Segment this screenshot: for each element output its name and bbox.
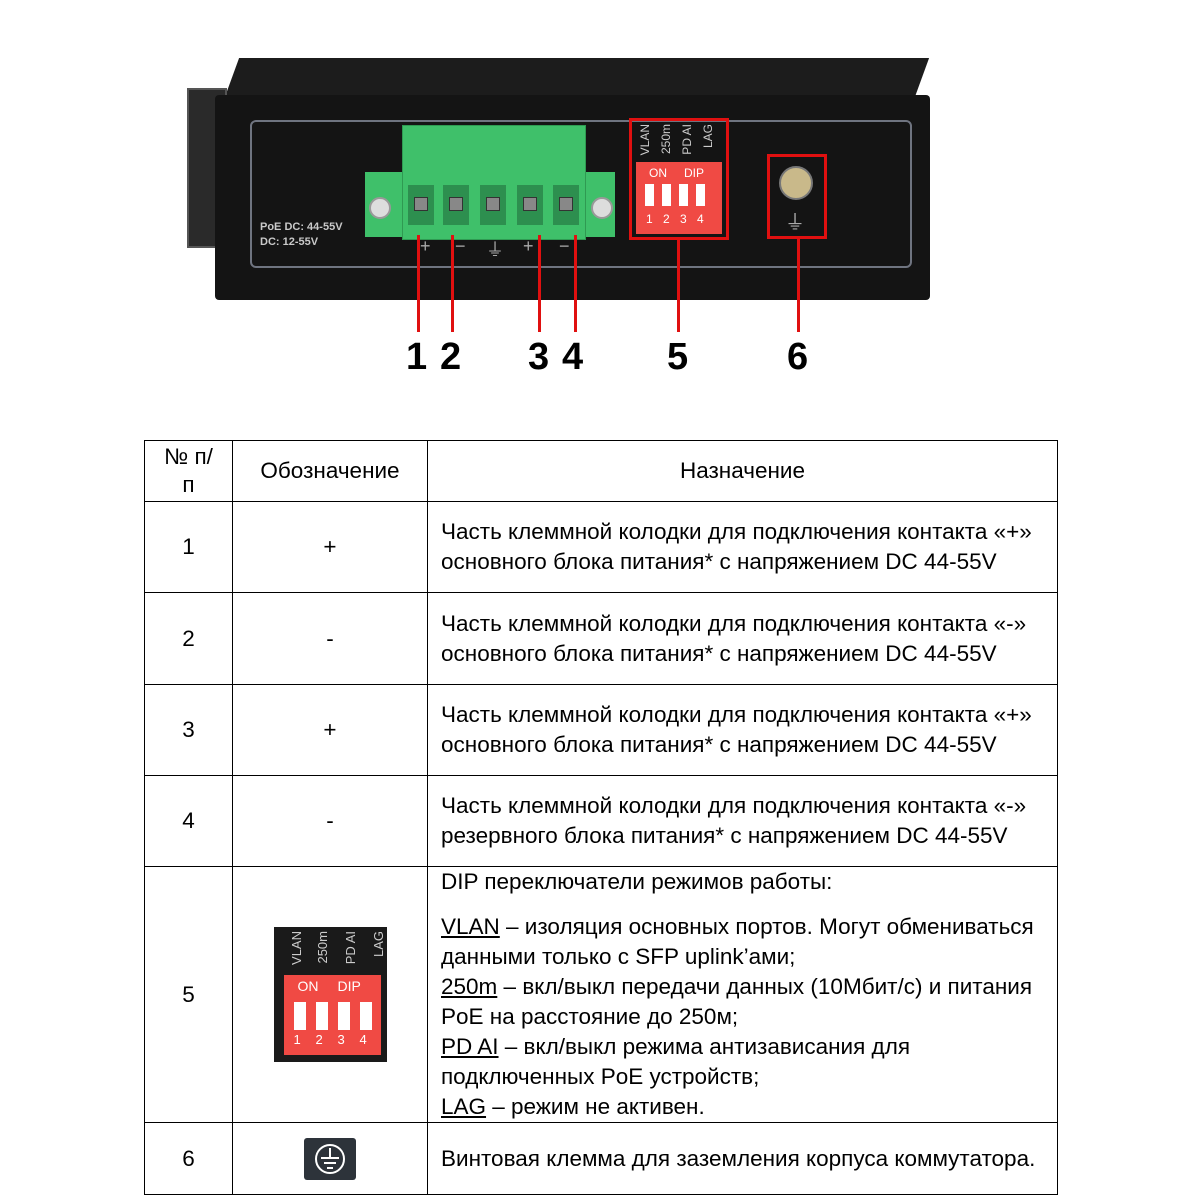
dip-on-label: ON (649, 166, 667, 180)
mode-text: – вкл/выкл передачи данных (10Мбит/с) и … (441, 974, 1033, 1029)
row-num: 3 (144, 684, 233, 776)
ground-symbol: ⏚ (486, 240, 504, 260)
dip-label: LAG (370, 931, 386, 958)
row-purpose: Часть клеммной колодки для подключения к… (427, 684, 1058, 776)
dip-number: 1 (293, 1032, 301, 1047)
row-designation: VLAN 250m PD AI LAG ON DIP 1 2 3 4 (232, 866, 428, 1123)
mode-text: – режим не активен. (486, 1094, 705, 1119)
dip-title: DIP (337, 978, 361, 994)
dip-number: 2 (663, 212, 670, 226)
row-num: 2 (144, 592, 233, 685)
row-purpose: DIP переключатели режимов работы: VLAN –… (427, 866, 1058, 1123)
screw-left (369, 197, 391, 219)
dip-number: 4 (359, 1032, 367, 1047)
table-row: 1 + Часть клеммной колодки для подключен… (144, 501, 1058, 593)
row-designation: - (232, 592, 428, 685)
mode-250m: 250m – вкл/выкл передачи данных (10Мбит/… (441, 972, 1047, 1032)
header-num: № п/п (144, 440, 233, 502)
dip-label: VLAN (288, 931, 304, 965)
table-row: 3 + Часть клеммной колодки для подключен… (144, 684, 1058, 776)
dip-switch-image: VLAN 250m PD AI LAG ON DIP 1 2 3 4 (273, 927, 387, 1062)
mode-text: – вкл/выкл режима антизависания для подк… (441, 1034, 911, 1089)
plus-symbol: + (523, 236, 534, 256)
dip-on-label: ON (297, 978, 319, 994)
row-designation: - (232, 775, 428, 867)
callout-6: 6 (787, 336, 809, 378)
row-designation: + (232, 501, 428, 593)
dip-label: PD AI (342, 931, 358, 965)
mode-text: – изоляция основных портов. Могут обмени… (441, 914, 1034, 969)
row-num: 4 (144, 775, 233, 867)
dip-number: 3 (680, 212, 687, 226)
callout-5: 5 (667, 336, 689, 378)
device-photo: PoE DC: 44-55V DC: 12-55V + − ⏚ + − VLAN… (0, 0, 1200, 430)
dip-label: 250m (314, 931, 330, 964)
screw-right (591, 197, 613, 219)
row-num: 5 (144, 866, 233, 1123)
dip-title: DIP (684, 166, 705, 180)
minus-symbol: − (455, 236, 466, 256)
mode-name: VLAN (441, 914, 500, 939)
mode-vlan: VLAN – изоляция основных портов. Могут о… (441, 912, 1047, 972)
header-designation: Обозначение (232, 440, 428, 502)
table-row: 6 Винтовая клемма для заземления корпуса… (144, 1122, 1058, 1195)
callout-3: 3 (528, 336, 550, 378)
dip-number: 2 (315, 1032, 323, 1047)
dip-number: 3 (337, 1032, 345, 1047)
mode-name: 250m (441, 974, 498, 999)
panel-text-dc: DC: 12-55V (260, 236, 319, 248)
mode-name: LAG (441, 1094, 487, 1119)
row-purpose: Часть клеммной колодки для подключения к… (427, 592, 1058, 685)
callout-1: 1 (406, 336, 428, 378)
dip-number: 1 (646, 212, 653, 226)
ground-icon (304, 1137, 356, 1180)
ground-icon: ⏚ (785, 212, 805, 234)
row-designation (232, 1122, 428, 1195)
callout-box-5 (629, 118, 729, 240)
callout-2: 2 (440, 336, 462, 378)
mode-lag: LAG – режим не активен. (441, 1092, 1047, 1122)
table-row: 2 - Часть клеммной колодки для подключен… (144, 592, 1058, 685)
dip-title-text: DIP переключатели режимов работы: (441, 869, 833, 894)
dip-number: 4 (697, 212, 704, 226)
callout-4: 4 (562, 336, 584, 378)
connectors-table: № п/п Обозначение Назначение 1 + Часть к… (144, 440, 1058, 1195)
mode-name: PD AI (441, 1034, 499, 1059)
row-num: 6 (144, 1122, 233, 1195)
front-panel-frame (250, 120, 912, 268)
callout-box-6 (767, 154, 827, 239)
header-purpose: Назначение (427, 440, 1058, 502)
row-purpose: Часть клеммной колодки для подключения к… (427, 501, 1058, 593)
mode-pd-ai: PD AI – вкл/выкл режима антизависания дл… (441, 1032, 1047, 1092)
minus-symbol: − (559, 236, 570, 256)
row-purpose: Часть клеммной колодки для подключения к… (427, 775, 1058, 867)
row-purpose: Винтовая клемма для заземления корпуса к… (427, 1122, 1058, 1195)
table-row: 4 - Часть клеммной колодки для подключен… (144, 775, 1058, 867)
ground-screw (779, 166, 813, 200)
row-designation: + (232, 684, 428, 776)
table-row: 5 VLAN 250m PD AI LAG ON DIP 1 2 3 4 DIP (144, 866, 1058, 1123)
row-num: 1 (144, 501, 233, 593)
plus-symbol: + (420, 236, 431, 256)
panel-text-poe: PoE DC: 44-55V (260, 221, 343, 233)
table-header: № п/п Обозначение Назначение (144, 440, 1058, 502)
